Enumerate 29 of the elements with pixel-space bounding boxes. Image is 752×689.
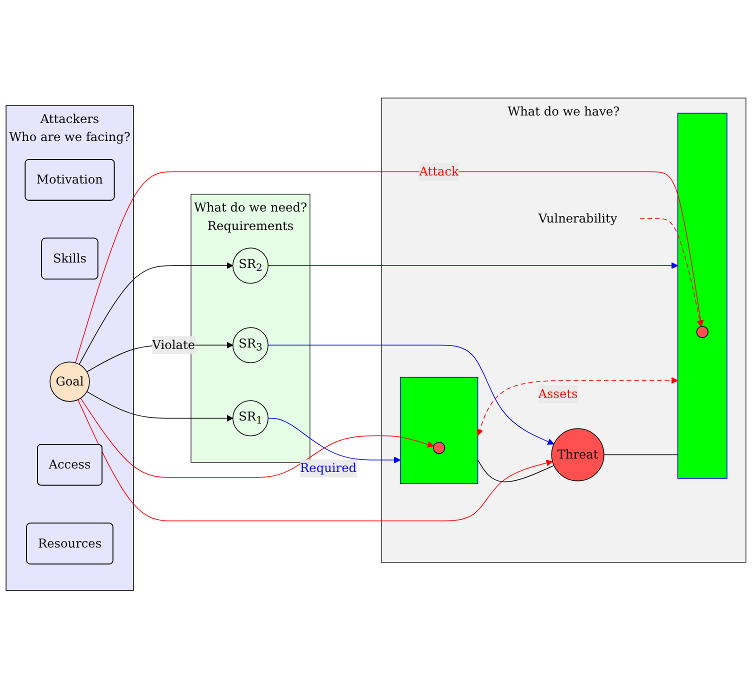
cluster	[381, 98, 746, 563]
arrow	[268, 262, 678, 270]
node-circle	[50, 362, 90, 402]
arrow	[86, 391, 234, 422]
edge-label: Attack	[419, 164, 459, 179]
edge-label: Required	[300, 461, 357, 476]
cluster	[400, 377, 478, 484]
cluster	[677, 113, 728, 479]
edge-label: Violate	[152, 338, 196, 352]
arrow	[78, 400, 553, 522]
node-circle	[433, 442, 446, 454]
arrow	[80, 398, 434, 478]
connector	[604, 454, 678, 456]
cluster	[6, 105, 134, 592]
arrow	[268, 345, 554, 445]
edge-label: Assets	[538, 386, 578, 402]
connector	[477, 460, 554, 482]
arrow	[268, 418, 401, 464]
node-circle	[232, 327, 268, 364]
node-circle	[551, 428, 604, 482]
node-text: Vulnerability	[538, 211, 618, 226]
arrow	[78, 262, 234, 365]
arrow	[476, 377, 678, 436]
node-circle	[232, 248, 268, 284]
node-circle	[232, 400, 268, 436]
diagram: What do we have? Attackers Who are we facing? What do we need? Requirements Violate Attack Required Assets SR$_{2}$ SR$_{3}$ SR$_{1}$ Motivation Skills Goal Access Resources Vulnerability Threat	[0, 92, 752, 597]
node-circle	[696, 326, 708, 338]
arrow	[640, 218, 704, 327]
arrow	[75, 172, 704, 364]
